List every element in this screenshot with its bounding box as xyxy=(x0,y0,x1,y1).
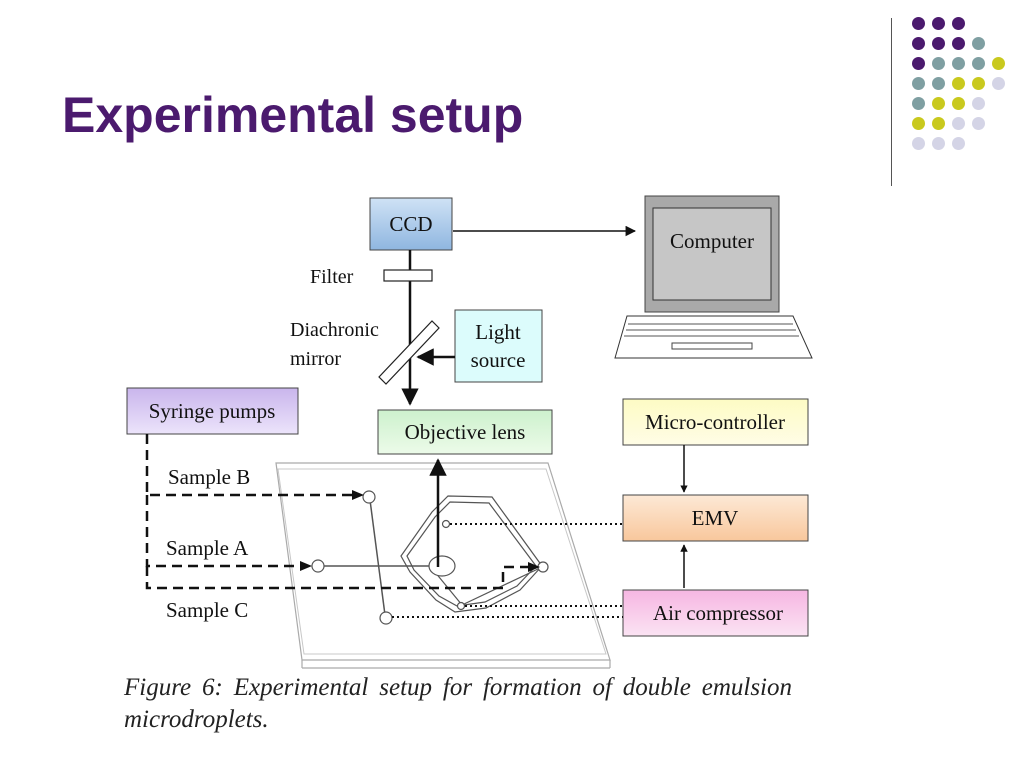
light-source-label-line2: source xyxy=(471,348,526,372)
decorative-dot xyxy=(952,117,965,130)
decorative-dot xyxy=(912,17,925,30)
decorative-dot xyxy=(912,117,925,130)
decorative-dot xyxy=(932,17,945,30)
micro-controller-label: Micro-controller xyxy=(645,410,785,434)
emv-label: EMV xyxy=(692,506,739,530)
ccd-box xyxy=(369,197,453,251)
decorative-dot xyxy=(972,117,985,130)
filter-label: Filter xyxy=(310,266,354,288)
objective-lens-label: Objective lens xyxy=(405,420,526,444)
decorative-dot xyxy=(912,37,925,50)
decorative-dot xyxy=(912,97,925,110)
figure-caption: Figure 6: Experimental setup for formati… xyxy=(124,674,792,733)
emv-box xyxy=(622,494,809,542)
sample-a-label: Sample A xyxy=(166,536,249,560)
computer-icon xyxy=(614,195,813,359)
decorative-dot xyxy=(952,17,965,30)
air-compressor-box xyxy=(622,589,809,637)
decorative-dot xyxy=(932,37,945,50)
objective-lens-box xyxy=(377,409,553,455)
decorative-dot xyxy=(932,137,945,150)
decorative-dot xyxy=(952,137,965,150)
sample-a-arrowhead xyxy=(300,561,312,571)
decorative-dot xyxy=(952,77,965,90)
decorative-dot xyxy=(932,77,945,90)
air-compressor-label: Air compressor xyxy=(653,601,783,625)
decorative-dot xyxy=(952,57,965,70)
mirror-label-line2: mirror xyxy=(290,348,341,370)
decorative-dot xyxy=(932,97,945,110)
decorative-dot xyxy=(912,137,925,150)
syringe-pumps-box xyxy=(126,387,299,435)
decorative-dot xyxy=(912,57,925,70)
decorative-dot xyxy=(952,97,965,110)
sample-b-label: Sample B xyxy=(168,465,250,489)
decorative-dot xyxy=(912,77,925,90)
decorative-dot xyxy=(992,57,1005,70)
filter-element xyxy=(383,269,433,282)
sample-c-arrowhead xyxy=(528,562,540,572)
sample-c-label: Sample C xyxy=(166,598,248,622)
decorative-dot xyxy=(972,77,985,90)
decorative-dot xyxy=(932,57,945,70)
decorative-dot xyxy=(972,57,985,70)
air-lines xyxy=(392,523,623,618)
ccd-label: CCD xyxy=(389,212,432,236)
syringe-pumps-label: Syringe pumps xyxy=(149,399,276,423)
decorative-dot xyxy=(972,97,985,110)
decorative-dot xyxy=(992,77,1005,90)
slide-title: Experimental setup xyxy=(62,87,524,143)
decorative-dot xyxy=(932,117,945,130)
decorative-dot xyxy=(972,37,985,50)
sample-tubing xyxy=(145,434,536,590)
decorative-dot xyxy=(952,37,965,50)
decorative-divider xyxy=(891,18,892,186)
computer-label: Computer xyxy=(670,229,754,253)
mirror-label-line1: Diachronic xyxy=(290,319,379,341)
sample-b-arrowhead xyxy=(352,490,364,500)
dichroic-mirror xyxy=(378,320,440,385)
micro-controller-box xyxy=(622,398,809,446)
light-source-box xyxy=(454,309,543,383)
light-source-label-line1: Light xyxy=(475,320,521,344)
